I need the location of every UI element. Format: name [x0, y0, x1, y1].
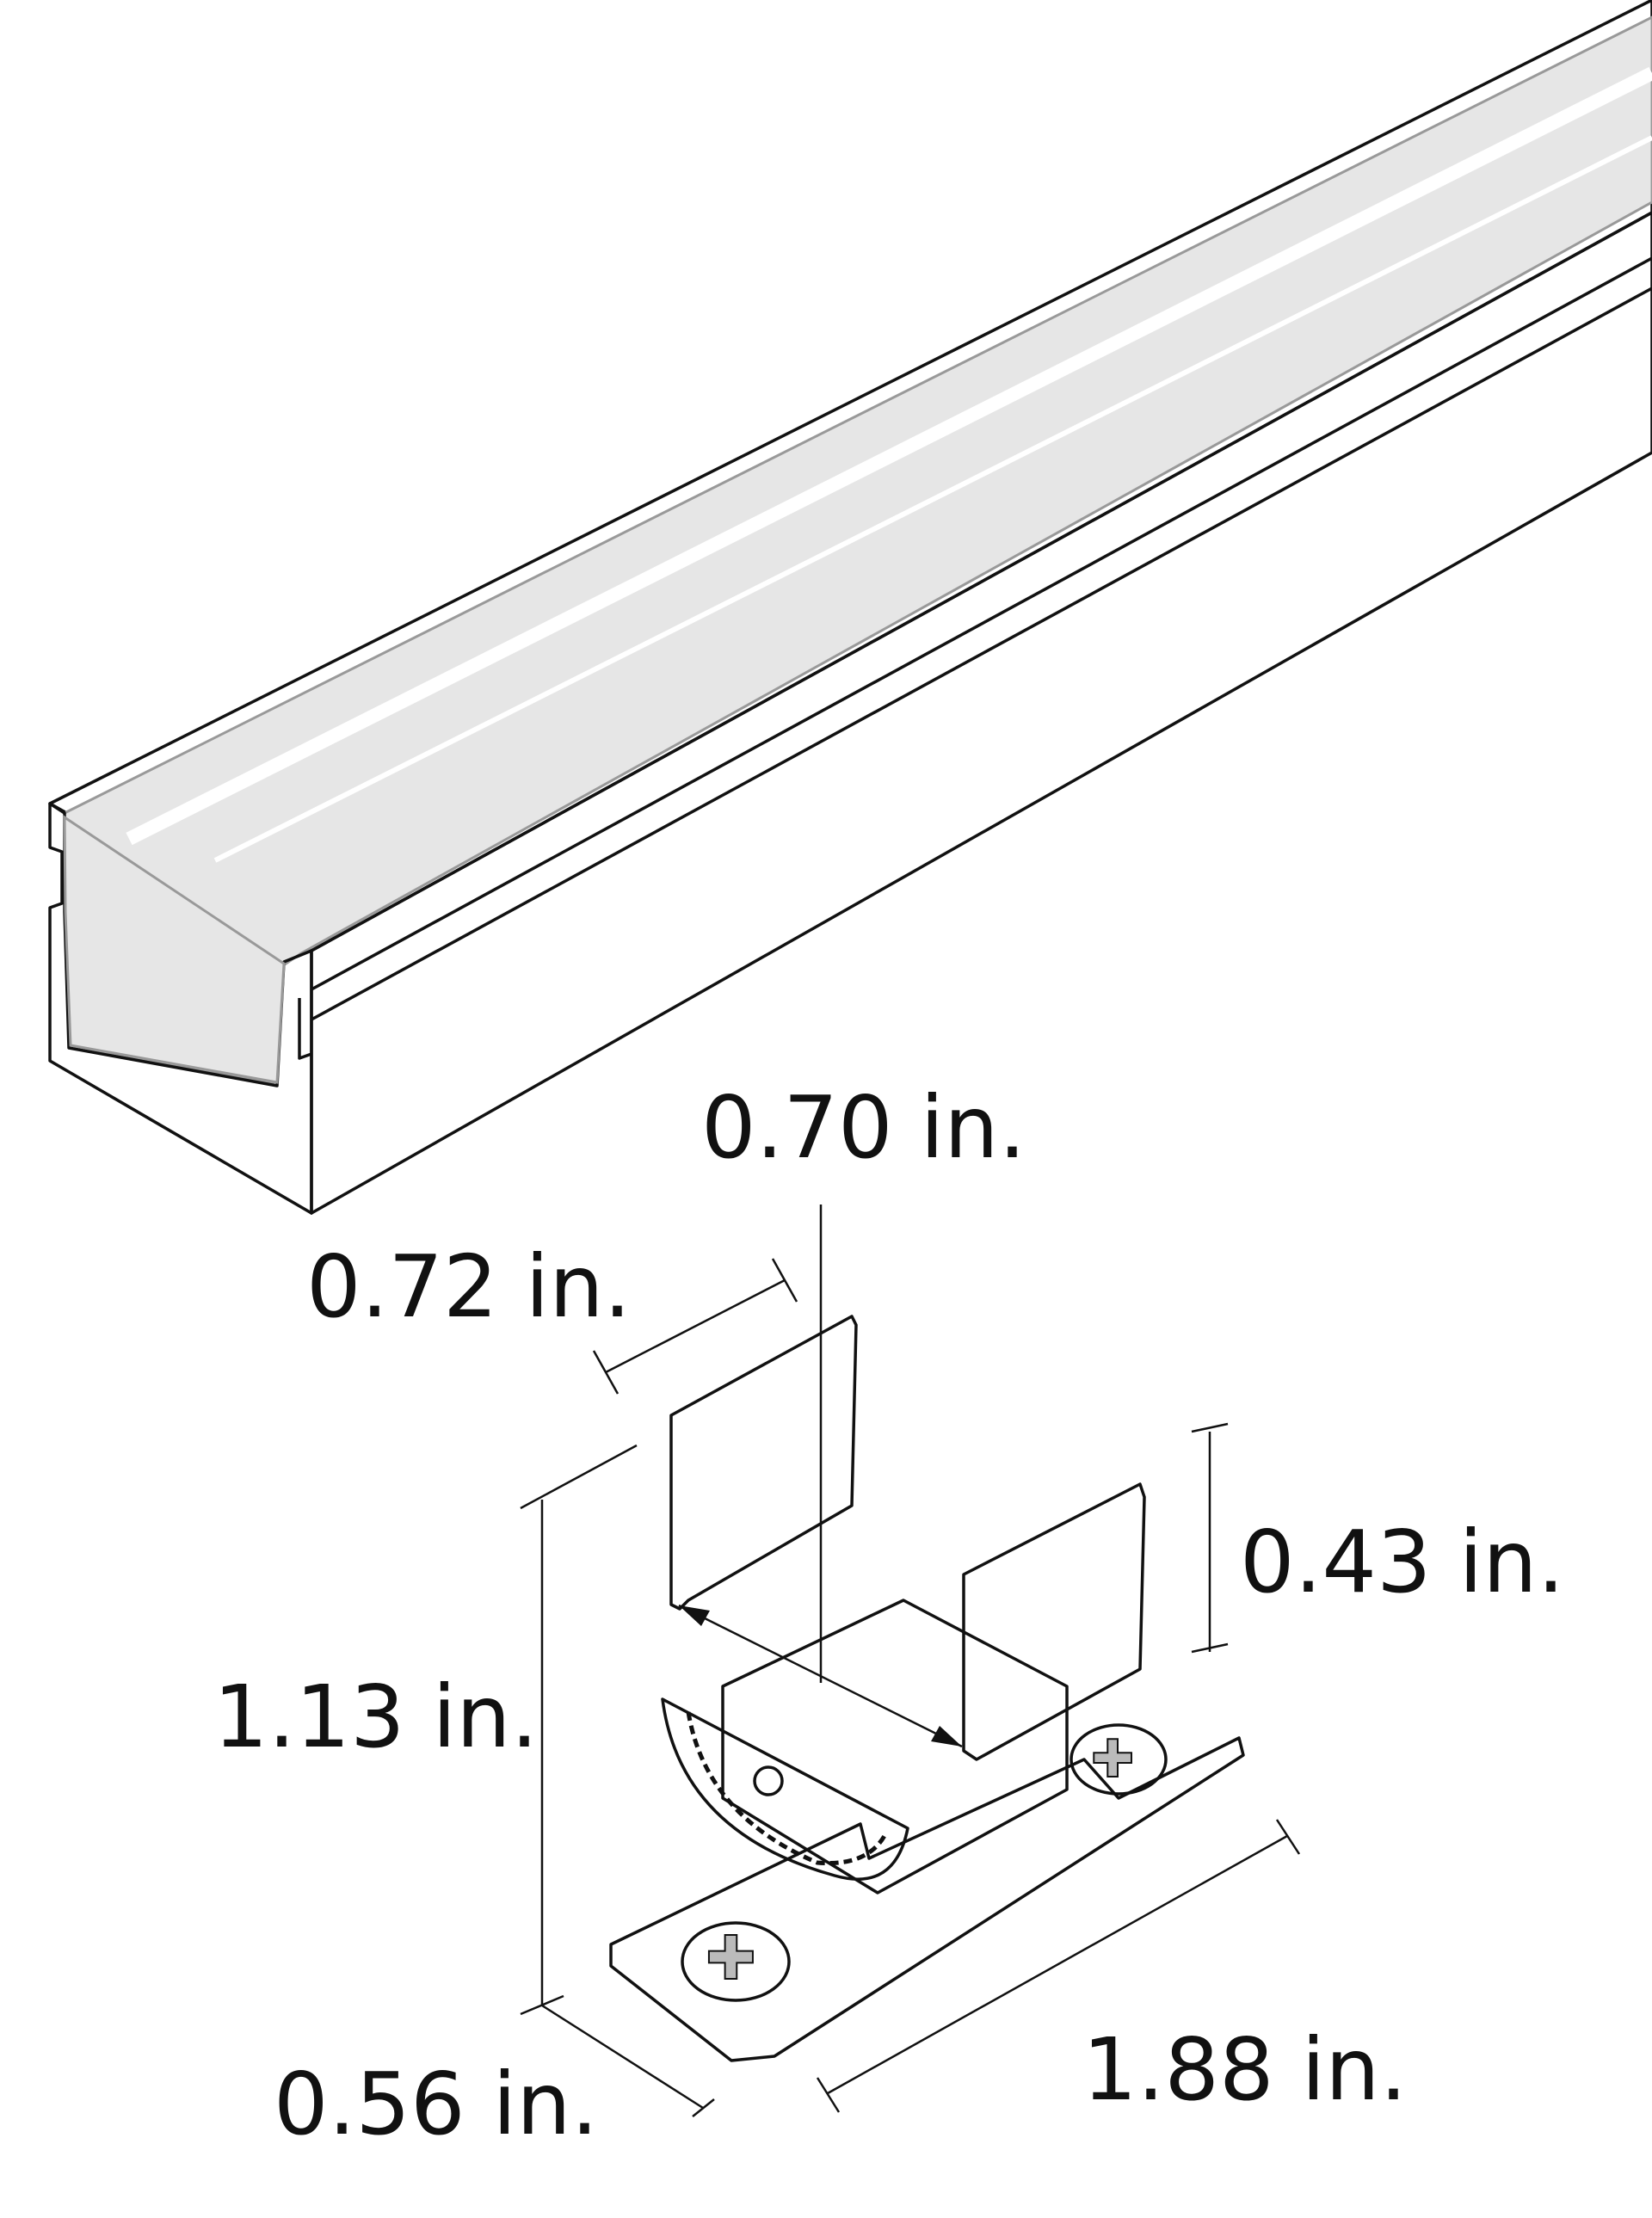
label-base-depth: 0.56 in.	[274, 2054, 598, 2154]
bracket-ratchet	[686, 1711, 889, 1866]
clip-rotating-bracket	[661, 1697, 909, 1881]
pivot-screw	[753, 1765, 784, 1796]
diffuser-lens	[63, 15, 1652, 1086]
led-channel-profile	[48, 0, 1652, 1215]
screw-head-front	[681, 1921, 791, 2002]
profile-groove	[311, 256, 1652, 991]
dimension-lines	[520, 1204, 1301, 2117]
label-overall-height: 1.13 in.	[213, 1667, 538, 1767]
profile-groove-lower	[311, 286, 1652, 1021]
label-clip-outer-width: 0.72 in.	[306, 1236, 631, 1337]
profile-end-lens	[63, 815, 286, 1084]
clip-left-arm	[669, 1315, 858, 1611]
label-clip-arm-height: 0.43 in.	[1240, 1512, 1564, 1612]
screw-head-back	[1069, 1723, 1168, 1796]
clip-base-plate	[609, 1736, 1245, 2062]
profile-groove-inner	[298, 998, 312, 1060]
lens-highlight-thin	[213, 135, 1652, 863]
screw-cross-front: ✚	[706, 1923, 756, 1993]
screw-cross-back: ✚	[1091, 1729, 1134, 1790]
lens-highlight	[126, 66, 1652, 846]
clip-body	[721, 1599, 1069, 1895]
mounting-clip: ✚ ✚	[609, 1315, 1245, 2062]
label-clip-inner-width: 0.70 in.	[701, 1077, 1026, 1178]
clip-right-arm	[962, 1482, 1146, 1761]
label-base-length: 1.88 in.	[1082, 2019, 1407, 2120]
